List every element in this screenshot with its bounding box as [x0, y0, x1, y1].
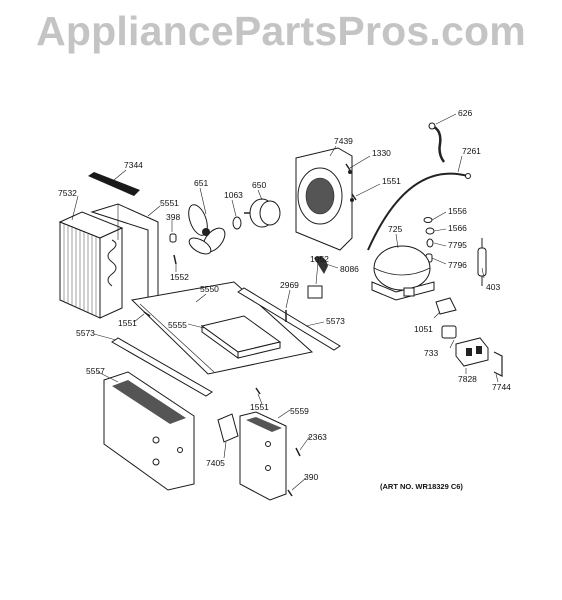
label-7261: 7261 — [462, 146, 481, 156]
rail-5573-left — [111, 337, 213, 397]
washer-1063 — [232, 216, 242, 230]
relay-cover-7828 — [455, 337, 489, 367]
screw-2363 — [295, 447, 301, 457]
fan-blade — [188, 204, 226, 255]
label-626: 626 — [458, 108, 472, 118]
label-5550: 5550 — [200, 284, 219, 294]
label-1551-top: 1551 — [382, 176, 401, 186]
label-1552: 1552 — [170, 272, 189, 282]
relay-1052 — [307, 285, 323, 299]
label-7344: 7344 — [124, 160, 143, 170]
label-5559: 5559 — [290, 406, 309, 416]
label-7744: 7744 — [492, 382, 511, 392]
label-725: 725 — [388, 224, 402, 234]
label-5573-left: 5573 — [76, 328, 95, 338]
label-7796: 7796 — [448, 260, 467, 270]
bracket-8086 — [314, 256, 328, 274]
art-number: (ART NO. WR18329 C6) — [380, 482, 463, 491]
label-1052: 1052 — [310, 254, 329, 264]
clip-7744 — [493, 351, 503, 377]
leader-lines — [71, 113, 499, 491]
grommet-1556 — [423, 217, 433, 223]
label-5551: 5551 — [160, 198, 179, 208]
label-1551-left: 1551 — [118, 318, 137, 328]
watermark-text: AppliancePartsPros.com — [36, 8, 526, 54]
bracket-1051 — [435, 297, 457, 315]
overload-733 — [441, 325, 457, 339]
screw-390 — [287, 489, 293, 497]
label-650: 650 — [252, 180, 266, 190]
label-7439: 7439 — [334, 136, 353, 146]
condenser-coil — [58, 211, 124, 319]
label-7405: 7405 — [206, 458, 225, 468]
bracket-7405 — [217, 413, 239, 443]
label-398: 398 — [166, 212, 180, 222]
fan-shroud — [295, 147, 354, 251]
label-651: 651 — [194, 178, 208, 188]
label-390: 390 — [304, 472, 318, 482]
label-403: 403 — [486, 282, 500, 292]
label-1330: 1330 — [372, 148, 391, 158]
part-labels: 7344 7532 5551 398 1552 651 1063 650 743… — [58, 108, 511, 491]
label-8086: 8086 — [340, 264, 359, 274]
label-1566: 1566 — [448, 223, 467, 233]
screw-1551c — [255, 387, 261, 395]
grommet-398 — [169, 233, 177, 243]
capillary-tube-7261 — [367, 172, 469, 251]
label-733: 733 — [424, 348, 438, 358]
label-1556: 1556 — [448, 206, 467, 216]
screw-1551a — [351, 193, 357, 201]
screw-1551b — [143, 311, 151, 317]
gasket-strip — [88, 172, 140, 196]
label-1551-bottom: 1551 — [250, 402, 269, 412]
label-2969: 2969 — [280, 280, 299, 290]
label-1063: 1063 — [224, 190, 243, 200]
label-5555: 5555 — [168, 320, 187, 330]
label-7532: 7532 — [58, 188, 77, 198]
drain-tube-626 — [431, 124, 446, 163]
label-5557: 5557 — [86, 366, 105, 376]
drip-tray-5555 — [200, 315, 282, 359]
label-7795: 7795 — [448, 240, 467, 250]
label-1051: 1051 — [414, 324, 433, 334]
label-2363: 2363 — [308, 432, 327, 442]
fan-motor — [244, 198, 281, 228]
label-5573-right: 5573 — [326, 316, 345, 326]
screw-1330 — [345, 163, 351, 171]
grommet-1566 — [425, 227, 435, 235]
compressor — [371, 245, 435, 301]
side-panel-5557 — [103, 371, 195, 491]
sleeve-7795 — [426, 238, 434, 248]
drier-403 — [477, 238, 487, 286]
screw-1552 — [173, 254, 177, 265]
side-panel-5559 — [239, 411, 287, 501]
label-7828: 7828 — [458, 374, 477, 384]
rail-5573-right — [237, 287, 341, 351]
